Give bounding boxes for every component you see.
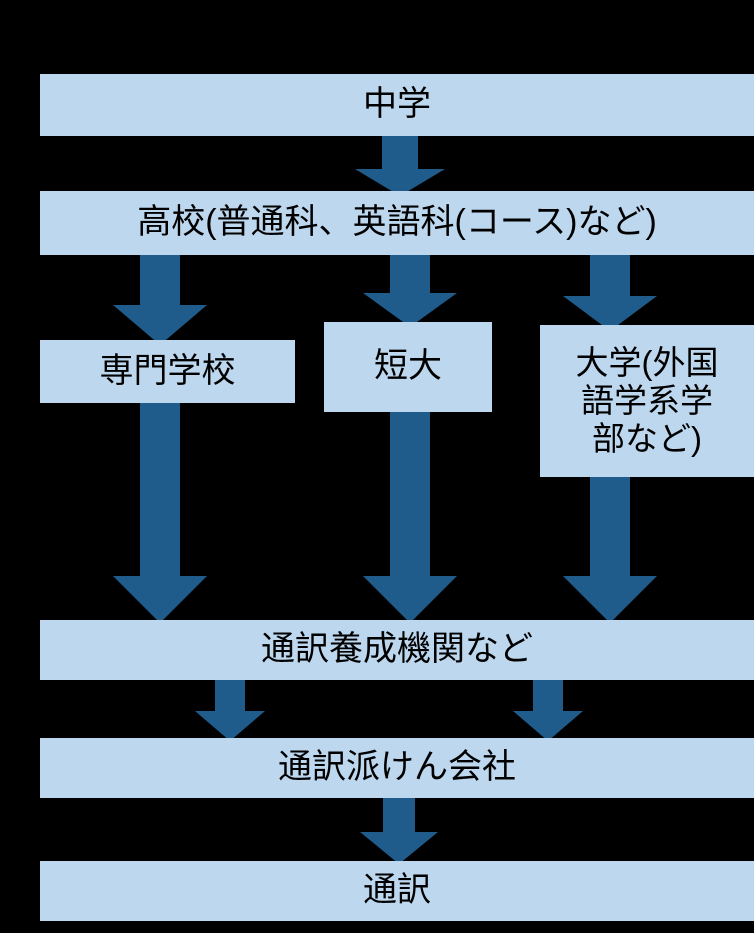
node-chugaku[interactable]: 中学	[40, 74, 754, 136]
node-koukou-label: 高校(普通科、英語科(コース)など)	[137, 203, 657, 242]
arrow-senmon-to-yousei	[113, 401, 207, 623]
node-tsuuyaku-yousei-kikan-label: 通訳養成機関など	[261, 630, 533, 669]
node-senmon-gakkou-label: 専門学校	[99, 351, 236, 390]
node-tsuuyaku-haken-kaisha[interactable]: 通訳派けん会社	[40, 738, 754, 798]
node-senmon-gakkou[interactable]: 専門学校	[40, 340, 295, 403]
node-tsuuyaku-haken-kaisha-label: 通訳派けん会社	[278, 748, 516, 787]
arrow-chugaku-to-koukou	[355, 136, 445, 196]
node-tandai-label: 短大	[374, 347, 442, 386]
arrow-yousei-to-haken-right	[513, 678, 583, 741]
node-tsuuyaku-yousei-kikan[interactable]: 通訳養成機関など	[40, 620, 754, 680]
node-koukou[interactable]: 高校(普通科、英語科(コース)など)	[40, 191, 754, 255]
node-tsuuyaku[interactable]: 通訳	[40, 861, 754, 921]
arrow-koukou-to-senmon	[113, 253, 207, 345]
arrow-haken-to-tsuuyaku	[360, 796, 438, 864]
arrow-tandai-to-yousei	[363, 410, 457, 623]
arrow-koukou-to-tandai	[363, 253, 457, 327]
arrow-yousei-to-haken-left	[195, 678, 265, 741]
node-daigaku[interactable]: 大学(外国 語学系学 部など)	[540, 325, 754, 477]
arrow-koukou-to-daigaku	[563, 253, 657, 331]
arrow-daigaku-to-yousei	[563, 475, 657, 623]
node-chugaku-label: 中学	[363, 85, 431, 124]
node-tandai[interactable]: 短大	[324, 322, 492, 412]
node-daigaku-label: 大学(外国 語学系学 部など)	[575, 343, 719, 458]
node-tsuuyaku-label: 通訳	[363, 871, 431, 910]
